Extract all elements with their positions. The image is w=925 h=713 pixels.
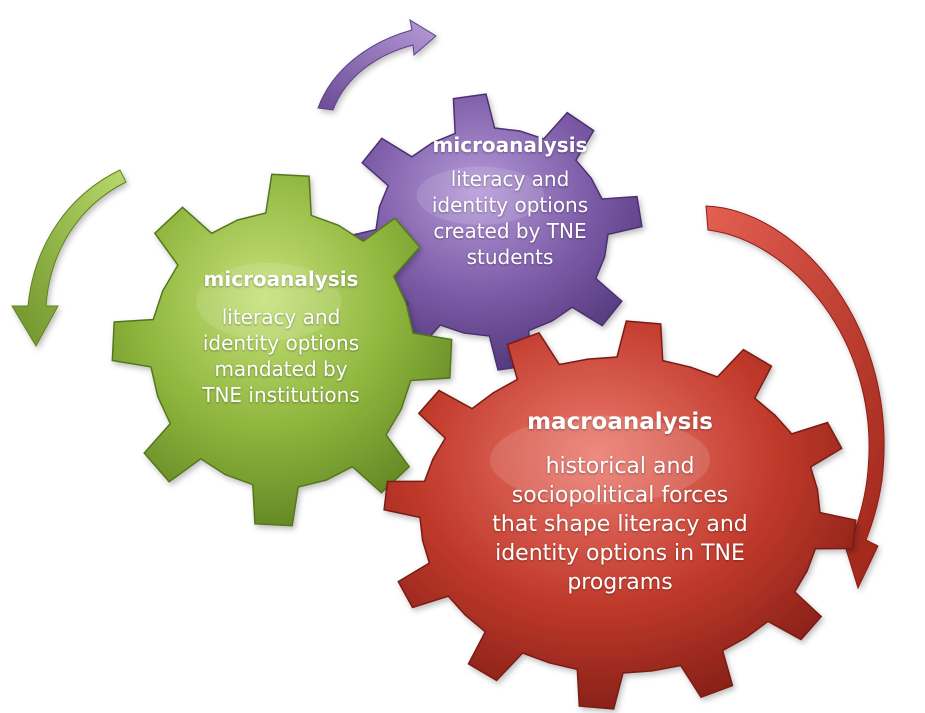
red-cycle-arrow: [705, 205, 885, 590]
red-gear: [383, 320, 857, 710]
purple-gear: [341, 93, 643, 371]
gear-purple-highlight: [416, 166, 545, 225]
green-gear: [111, 173, 453, 527]
gear-green-highlight: [196, 263, 342, 341]
gear-red-body: [383, 320, 857, 710]
purple-cycle-arrow: [317, 18, 437, 111]
gear-red-highlight: [490, 415, 710, 504]
gear-green-body: [111, 173, 453, 527]
green-cycle-arrow: [11, 169, 127, 348]
